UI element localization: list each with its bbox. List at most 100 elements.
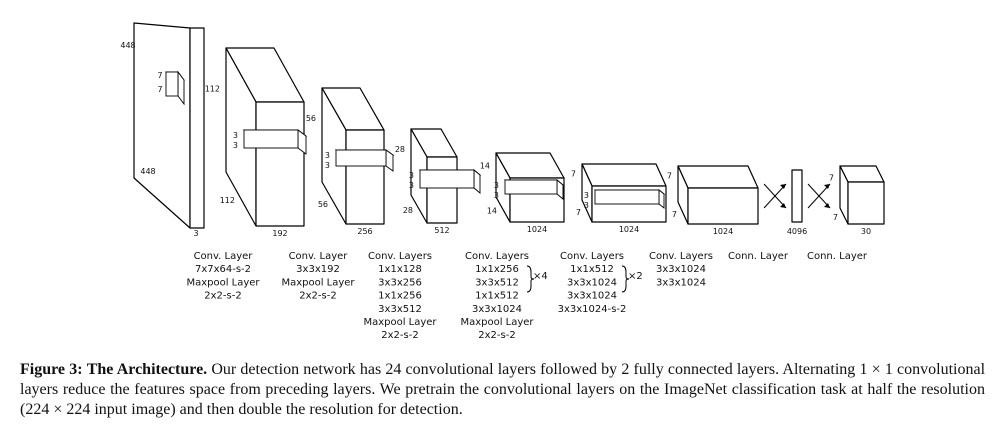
layer-out xyxy=(839,165,885,225)
layer-l5-dim-w: 7 xyxy=(576,208,581,217)
layer-l2-kdim-1: 3 xyxy=(325,151,330,160)
layer-text-t5-line-0: Conv. Layers xyxy=(560,251,624,262)
layer-l5-kdim-1: 3 xyxy=(584,191,589,200)
layer-l6-front xyxy=(687,187,759,225)
layer-text-t5-line-4: 3x3x1024-s-2 xyxy=(558,304,627,315)
layer-l6-dim-h: 7 xyxy=(667,172,672,181)
layer-text-t4-line-1: 1x1x256 xyxy=(475,264,519,275)
layer-text-t1-line-3: 2x2-s-2 xyxy=(204,291,241,302)
layer-l3-kernel xyxy=(418,169,482,194)
layer-out-front xyxy=(847,181,885,225)
fc-connector-2-b xyxy=(807,183,831,209)
input-slab-face xyxy=(133,22,191,229)
layer-l2-kernel xyxy=(334,149,395,172)
layer-l5-dim-h: 7 xyxy=(571,170,576,179)
fc-connector-1-head-b xyxy=(780,184,786,189)
layer-l4-kernel xyxy=(503,179,565,200)
layer-l2-dim-w: 56 xyxy=(318,200,328,209)
layer-text-t1-line-2: Maxpool Layer xyxy=(186,277,260,288)
fc-connector-1-head-a xyxy=(780,203,786,208)
layer-text-t4-brace xyxy=(526,265,535,293)
input-channel-label: 3 xyxy=(193,229,198,238)
layer-l1-front xyxy=(255,101,305,227)
layer-l2-front xyxy=(345,129,385,225)
layer-text-t1-line-0: Conv. Layer xyxy=(194,251,254,262)
layer-text-t5-line-2: 3x3x1024 xyxy=(567,277,617,288)
layer-l1-kdim-2: 3 xyxy=(233,141,238,150)
layer-l6 xyxy=(677,165,759,225)
layer-text-t5-line-3: 3x3x1024 xyxy=(567,291,617,302)
layer-l6-dim-w: 7 xyxy=(672,210,677,219)
layer-l5-kdim-2: 3 xyxy=(584,201,589,210)
layer-text-t2-line-2: Maxpool Layer xyxy=(281,277,355,288)
layer-text-t4-line-5: Maxpool Layer xyxy=(460,317,534,328)
layer-l5-kernel-front xyxy=(594,189,660,205)
layer-l3-kernel-right xyxy=(473,169,481,194)
layer-text-t3-line-1: 1x1x128 xyxy=(378,264,422,275)
layer-l3-front xyxy=(426,156,458,224)
layer-l1 xyxy=(225,47,305,227)
layer-l1-kdim-1: 3 xyxy=(233,131,238,140)
layer-l6-top xyxy=(677,165,759,189)
layer-text-t4-repeat: ×4 xyxy=(533,271,548,282)
figure-caption: Figure 3: The Architecture. Our detectio… xyxy=(20,360,985,420)
caption-text: Our detection network has 24 convolution… xyxy=(20,361,986,418)
layer-l1-channel-label: 192 xyxy=(272,229,287,238)
layer-l5-top xyxy=(581,163,667,187)
input-kernel-dim-2: 7 xyxy=(157,85,162,94)
layer-l2-dim-h: 56 xyxy=(306,114,316,123)
layer-fc1-channel-label: 4096 xyxy=(787,227,807,236)
layer-text-t5-repeat: ×2 xyxy=(628,271,643,282)
layer-out-dim-w: 7 xyxy=(833,213,838,222)
layer-l3-channel-label: 512 xyxy=(434,226,449,235)
fc-connector-1 xyxy=(763,183,787,209)
layer-text-t6-line-1: 3x3x1024 xyxy=(656,264,706,275)
fc-connector-1-b xyxy=(763,183,787,209)
layer-l4-kdim-2: 3 xyxy=(494,191,499,200)
layer-text-t4-line-3: 1x1x512 xyxy=(475,291,519,302)
layer-l3-dim-h: 28 xyxy=(395,145,405,154)
layer-text-t4-line-6: 2x2-s-2 xyxy=(478,330,515,341)
input-kernel xyxy=(165,70,185,106)
layer-l2 xyxy=(321,87,385,225)
layer-l4-channel-label: 1024 xyxy=(527,225,547,234)
layer-l4-dim-w: 14 xyxy=(487,207,497,216)
layer-text-t2-line-3: 2x2-s-2 xyxy=(299,291,336,302)
layer-text-t5-brace xyxy=(621,265,630,293)
layer-text-t3-line-6: 2x2-s-2 xyxy=(381,330,418,341)
layer-l2-kernel-front xyxy=(335,149,387,167)
layer-text-t7-line-0: Conn. Layer xyxy=(728,251,789,262)
fc-connector-2 xyxy=(807,183,831,209)
layer-l3-kdim-1: 3 xyxy=(409,171,414,180)
input-kernel-front xyxy=(165,71,179,97)
caption-title: The Architecture. xyxy=(86,361,208,378)
layer-text-t6-line-2: 3x3x1024 xyxy=(656,277,706,288)
layer-text-t4-line-2: 3x3x512 xyxy=(475,277,519,288)
layer-out-channel-label: 30 xyxy=(861,227,871,236)
layer-l1-kernel xyxy=(242,129,308,155)
layer-l1-kernel-front xyxy=(243,129,299,149)
layer-l2-kdim-2: 3 xyxy=(325,161,330,170)
layer-text-t3-line-3: 1x1x256 xyxy=(378,291,422,302)
layer-l5-channel-label: 1024 xyxy=(619,225,639,234)
fc-connector-2-head-a xyxy=(824,203,830,208)
layer-text-t4-line-0: Conv. Layers xyxy=(465,251,529,262)
layer-out-dim-h: 7 xyxy=(829,174,834,183)
layer-l2-channel-label: 256 xyxy=(357,227,372,236)
layer-text-t4-line-4: 3x3x1024 xyxy=(472,304,522,315)
layer-text-t3-line-5: Maxpool Layer xyxy=(363,317,437,328)
layer-l1-dim-h: 112 xyxy=(205,84,220,93)
caption-label: Figure 3: xyxy=(20,361,83,378)
input-dim-side: 448 xyxy=(140,167,155,176)
layer-text-t3-line-4: 3x3x512 xyxy=(378,304,422,315)
layer-l3 xyxy=(410,128,458,224)
fc-connector-2-head-b xyxy=(824,184,830,189)
layer-text-t3-line-0: Conv. Layers xyxy=(368,251,432,262)
layer-text-t5-line-1: 1x1x512 xyxy=(570,264,614,275)
layer-l3-dim-w: 28 xyxy=(403,206,413,215)
layer-text-t2-line-0: Conv. Layer xyxy=(289,251,349,262)
layer-fc1-bar xyxy=(791,169,803,223)
layer-text-t2-line-1: 3x3x192 xyxy=(296,264,340,275)
layer-l4-kdim-1: 3 xyxy=(494,181,499,190)
